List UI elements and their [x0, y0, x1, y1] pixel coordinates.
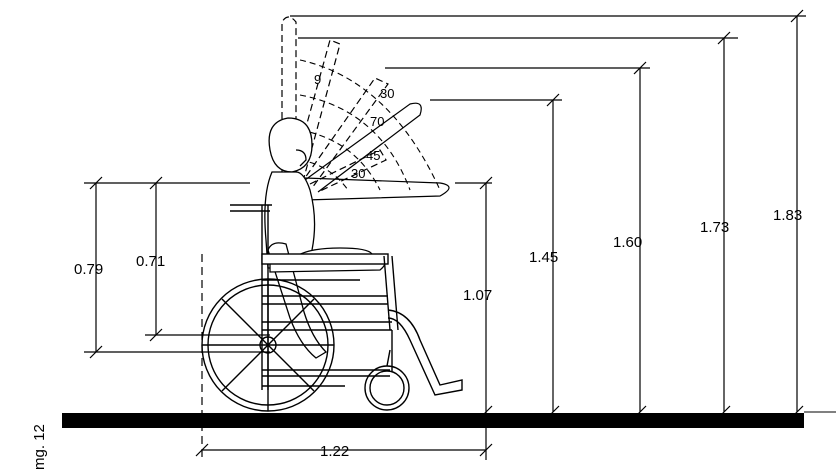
label-1-60: 1.60 — [613, 234, 642, 251]
angle-label-3: 70 — [370, 114, 384, 129]
label-0-79: 0.79 — [74, 261, 103, 278]
label-1-83: 1.83 — [773, 207, 802, 224]
dimension-0-79 — [84, 176, 270, 359]
label-1-22: 1.22 — [320, 443, 349, 460]
dimension-1-07 — [455, 176, 493, 419]
angle-label-2: 30 — [380, 86, 394, 101]
label-1-07: 1.07 — [463, 287, 492, 304]
figure-label: mg. 12 — [31, 424, 48, 470]
label-0-71: 0.71 — [136, 253, 165, 270]
angle-label-1: 9 — [314, 72, 321, 87]
arm-positions — [281, 16, 450, 201]
dimension-0-71 — [145, 176, 270, 342]
dimension-1-45 — [430, 93, 562, 419]
floor-slab — [62, 413, 804, 428]
dimension-1-73 — [298, 31, 738, 419]
angle-label-5: 30 — [351, 166, 365, 181]
label-1-73: 1.73 — [700, 219, 729, 236]
dimension-1-60 — [385, 61, 650, 419]
label-1-45: 1.45 — [529, 249, 558, 266]
angle-label-4: 45 — [366, 148, 380, 163]
dimension-1-83 — [290, 9, 806, 419]
dimension-1-22 — [195, 254, 493, 460]
wheelchair — [201, 204, 463, 412]
